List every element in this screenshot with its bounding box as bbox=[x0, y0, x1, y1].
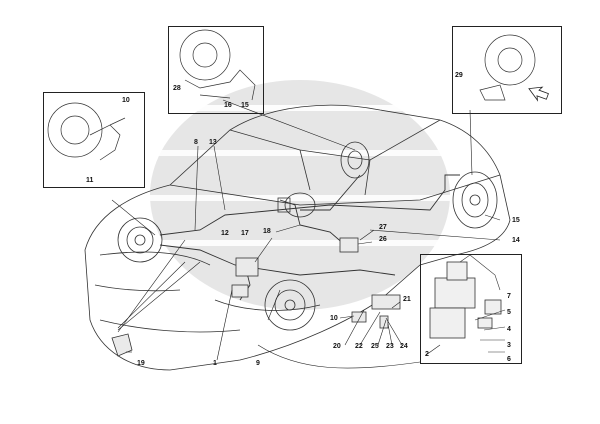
watermark-stripes bbox=[150, 105, 450, 246]
abs-unit-lines bbox=[459, 254, 506, 353]
callout-10b: 10 bbox=[330, 315, 338, 322]
bracket-part bbox=[111, 333, 133, 357]
front-wheel bbox=[117, 217, 163, 263]
callout-4: 4 bbox=[507, 326, 511, 333]
callout-9: 9 bbox=[256, 360, 260, 367]
leader-lines bbox=[111, 99, 501, 369]
direction-arrow bbox=[528, 86, 549, 102]
callout-29: 29 bbox=[455, 72, 463, 79]
inset-top-center-art bbox=[179, 29, 256, 101]
callout-3: 3 bbox=[507, 342, 511, 349]
callout-15a: 15 bbox=[241, 102, 249, 109]
callout-24: 24 bbox=[400, 343, 408, 350]
callout-21: 21 bbox=[403, 296, 411, 303]
callout-5: 5 bbox=[507, 309, 511, 316]
rear-brake-assembly bbox=[340, 141, 370, 179]
callout-18: 18 bbox=[263, 228, 271, 235]
sensor-parts bbox=[339, 237, 401, 329]
callout-10a: 10 bbox=[122, 97, 130, 104]
inset-top-center bbox=[168, 26, 264, 114]
inset-left bbox=[43, 92, 145, 188]
callout-25: 25 bbox=[371, 343, 379, 350]
callout-8: 8 bbox=[194, 139, 198, 146]
inset-left-art bbox=[47, 102, 126, 161]
callout-19: 19 bbox=[137, 360, 145, 367]
callout-12: 12 bbox=[221, 230, 229, 237]
inset-abs-unit bbox=[420, 254, 522, 364]
callout-16: 16 bbox=[224, 102, 232, 109]
callout-27: 27 bbox=[379, 224, 387, 231]
brake-booster bbox=[277, 192, 316, 218]
callout-23: 23 bbox=[386, 343, 394, 350]
callout-11: 11 bbox=[86, 177, 94, 184]
callout-15b: 15 bbox=[512, 217, 520, 224]
callout-28: 28 bbox=[173, 85, 181, 92]
callout-7: 7 bbox=[507, 293, 511, 300]
callout-26: 26 bbox=[379, 236, 387, 243]
callout-22: 22 bbox=[355, 343, 363, 350]
callout-1: 1 bbox=[213, 360, 217, 367]
callout-17: 17 bbox=[241, 230, 249, 237]
callout-6: 6 bbox=[507, 356, 511, 363]
inset-top-right-art bbox=[479, 34, 536, 101]
callout-14: 14 bbox=[512, 237, 520, 244]
callout-20: 20 bbox=[333, 343, 341, 350]
rear-wheel bbox=[452, 171, 498, 229]
callout-13: 13 bbox=[209, 139, 217, 146]
inset-top-right bbox=[452, 26, 562, 114]
abs-module-small bbox=[231, 257, 259, 298]
car-outline bbox=[84, 104, 511, 371]
abs-unit-large bbox=[429, 261, 502, 339]
callout-2: 2 bbox=[425, 351, 429, 358]
lower-wheel bbox=[264, 279, 316, 331]
